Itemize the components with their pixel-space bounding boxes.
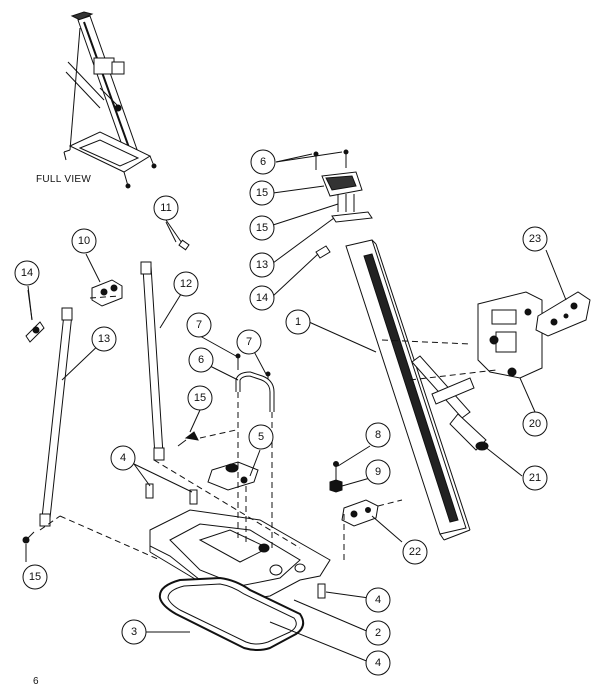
callout-22: 22 [409, 546, 421, 558]
callout-4-bottom: 4 [375, 657, 381, 669]
callout-7-right: 7 [246, 336, 252, 348]
carriage-20 [477, 291, 543, 379]
bolt-8 [333, 461, 339, 482]
callout-20: 20 [529, 418, 541, 430]
callout-17: 14 [256, 292, 268, 304]
callout-13: 13 [98, 333, 110, 345]
page-number: 6 [33, 676, 39, 687]
pins-18 [337, 194, 355, 212]
callout-15-bottom: 15 [29, 571, 41, 583]
callout-circles [14, 149, 548, 676]
pin-17 [315, 245, 331, 259]
leader-lines [25, 151, 567, 663]
screw-15-mid [177, 431, 199, 447]
callout-11: 11 [160, 202, 171, 214]
screws-7-top [313, 149, 349, 170]
callout-4-right: 4 [375, 594, 381, 606]
rod-13 [39, 307, 73, 527]
bracket-22 [341, 499, 379, 527]
callout-14: 14 [21, 267, 33, 279]
base-2 [149, 509, 331, 607]
callout-12: 12 [180, 278, 192, 290]
screw-15-bottom [22, 531, 35, 544]
callout-19: 15 [256, 187, 268, 199]
callout-10: 10 [78, 235, 90, 247]
handle-21 [411, 355, 489, 451]
rod-12 [140, 261, 165, 461]
full-view-inset [63, 11, 157, 189]
callout-2: 2 [375, 627, 381, 639]
callout-23: 23 [529, 233, 541, 245]
callout-6: 6 [198, 354, 204, 366]
full-view-caption: FULL VIEW [36, 174, 92, 185]
plate-23 [535, 291, 591, 337]
callout-21: 21 [529, 472, 541, 484]
gasket-3 [158, 576, 305, 651]
callout-16: 13 [256, 259, 268, 271]
callout-7-left: 7 [196, 319, 202, 331]
callout-8: 8 [375, 429, 381, 441]
callout-5: 5 [258, 431, 264, 443]
callout-1: 1 [295, 316, 301, 328]
strip-16 [331, 211, 373, 223]
cap-19 [321, 171, 363, 197]
column-1 [345, 239, 471, 541]
callout-3: 3 [131, 626, 137, 638]
bolt-11 [165, 219, 190, 251]
handle-14 [25, 289, 45, 343]
clamp-block-10 [91, 279, 123, 307]
callout-7-top: 6 [260, 156, 266, 168]
callout-18: 15 [256, 222, 268, 234]
callout-9: 9 [375, 466, 381, 478]
nut-9 [329, 479, 343, 493]
callout-4-left: 4 [120, 452, 126, 464]
u-handle-6 [235, 371, 275, 412]
callout-15-mid: 15 [194, 392, 206, 404]
